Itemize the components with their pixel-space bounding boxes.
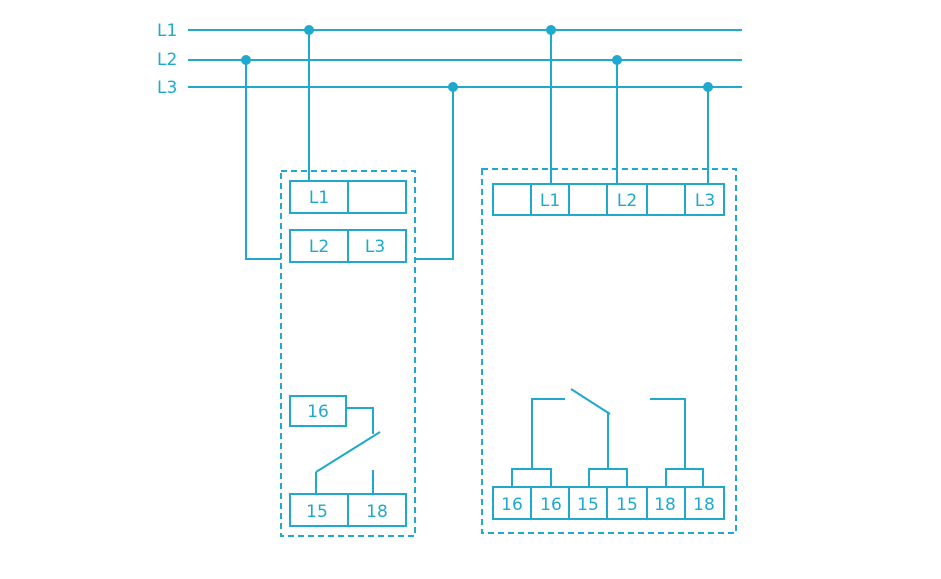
switch-blade — [570, 388, 611, 415]
contact-wire-16 — [531, 398, 565, 469]
terminal-label: L1 — [540, 191, 560, 211]
bus-label-l1: L1 — [157, 21, 177, 41]
contact-wire-16 — [346, 407, 374, 434]
bus-label-l2: L2 — [157, 50, 177, 70]
terminal-label: 15 — [616, 495, 638, 515]
terminal-label: 16 — [307, 402, 329, 422]
left-relay-contact: 16 — [289, 395, 381, 494]
terminal-cell — [606, 183, 648, 216]
terminal-label: L2 — [309, 237, 329, 257]
right-bottom-terminal-block: 16 16 15 15 18 18 — [492, 486, 725, 520]
terminal-label: 16 — [501, 495, 523, 515]
terminal-cell — [684, 183, 725, 216]
right-relay-contact — [511, 388, 704, 487]
terminal-cell — [606, 486, 648, 520]
contact-wire-18 — [650, 398, 686, 469]
bridge-16 — [511, 468, 552, 487]
terminal-label: 18 — [693, 495, 715, 515]
terminal-cell — [492, 183, 532, 216]
terminal-label: L3 — [365, 237, 385, 257]
terminal-cell — [289, 395, 347, 427]
terminal-cell — [530, 183, 570, 216]
terminal-cell — [646, 183, 686, 216]
terminal-label: 18 — [366, 502, 388, 522]
wire-l3-left — [415, 87, 454, 260]
wire-l2-left — [245, 60, 281, 260]
switch-blade — [315, 431, 381, 473]
left-bottom-terminal-block: 15 18 — [289, 493, 407, 527]
left-top-terminal-block: L1 — [289, 180, 407, 214]
terminal-cell — [347, 180, 407, 214]
terminal-cell — [289, 493, 349, 527]
bridge-15 — [588, 468, 628, 487]
left-module-outline — [280, 170, 416, 537]
terminal-cell — [684, 486, 725, 520]
terminal-label: 16 — [540, 495, 562, 515]
terminal-cell — [492, 486, 532, 520]
right-module-outline — [481, 168, 737, 534]
terminal-cell — [646, 486, 686, 520]
terminal-cell — [347, 229, 407, 263]
terminal-label: L2 — [617, 191, 637, 211]
bridge-18 — [665, 468, 704, 487]
right-top-terminal-block: L1 L2 L3 — [492, 183, 725, 216]
terminal-cell — [347, 493, 407, 527]
terminal-label: 15 — [577, 495, 599, 515]
bus-label-l3: L3 — [157, 78, 177, 98]
terminal-label: L3 — [695, 191, 715, 211]
terminal-label: 18 — [654, 495, 676, 515]
terminal-label: 15 — [306, 502, 328, 522]
left-second-terminal-block: L2 L3 — [289, 229, 407, 263]
terminal-cell — [568, 183, 608, 216]
terminal-label: L1 — [309, 188, 329, 208]
terminal-cell — [289, 180, 349, 214]
